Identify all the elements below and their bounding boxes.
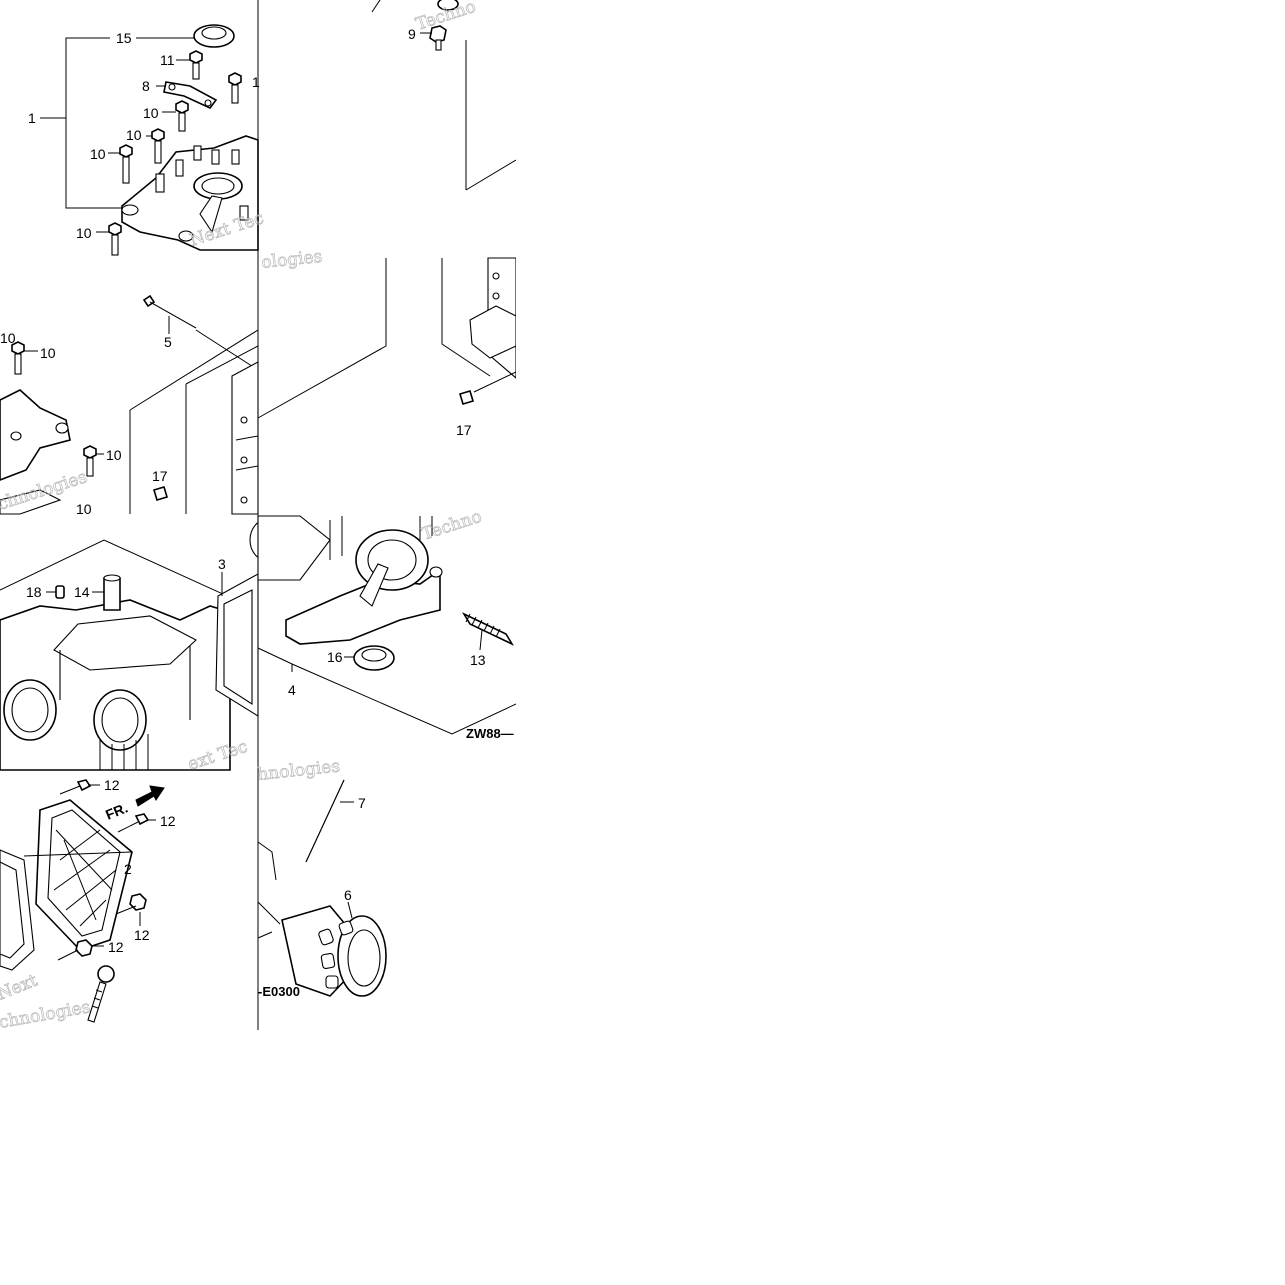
- callout-5: 5: [164, 334, 172, 350]
- callout-4: 4: [288, 682, 296, 698]
- bolt-12a: [59, 779, 100, 795]
- callout-7: 7: [358, 795, 366, 811]
- callout-17: 17: [456, 422, 472, 438]
- callout-14: 14: [74, 584, 90, 600]
- bolt-10a: [162, 100, 189, 132]
- front-direction-indicator: FR.: [103, 785, 165, 823]
- sensor-area: 9 Techno: [371, 0, 516, 191]
- pin-18: [55, 585, 65, 599]
- oil-filter-assembly: 7 6 -E0300 hnologies: [256, 756, 387, 999]
- callout-18: 18: [26, 584, 42, 600]
- bolt-10c: [108, 144, 133, 184]
- stud-13: [461, 612, 515, 646]
- oil-filter-6: [281, 901, 387, 997]
- plug: [87, 965, 115, 1023]
- head-cover-assembly: FR. 12 12 2 12 12 Next chnologies: [0, 777, 176, 1030]
- callout-10-partial: 10: [0, 330, 16, 346]
- callout-10: 10: [126, 127, 142, 143]
- exploded-view-drawing: 15 11 1 8 1 10 10 10 10 Next Tec 9 Techn…: [0, 0, 516, 1030]
- sleeve-14: [103, 577, 121, 611]
- mid-right-panel: 17: [257, 257, 516, 438]
- watermark: Next: [0, 971, 40, 1005]
- bolt-12b: [117, 813, 156, 833]
- bolt-5: [142, 294, 197, 334]
- callout-13: 13: [470, 652, 486, 668]
- callout-3: 3: [218, 556, 226, 572]
- bolt-12c: [115, 893, 147, 926]
- leader-bracket-1: [65, 37, 122, 209]
- bolt-10d: [96, 222, 122, 256]
- watermark: hnologies: [256, 756, 341, 785]
- bolt-top-right: [228, 72, 242, 104]
- bolt-11: [176, 50, 203, 80]
- callout-6: 6: [344, 887, 352, 903]
- bracket-8: [163, 81, 218, 109]
- reference-code-zw88: ZW88—: [466, 726, 514, 741]
- callout-10: 10: [143, 105, 159, 121]
- callout-8: 8: [142, 78, 150, 94]
- callout-9: 9: [408, 26, 416, 42]
- reference-code-e0300: -E0300: [258, 984, 300, 999]
- watermark: ologies: [260, 247, 323, 273]
- watermark: Techno: [419, 507, 484, 545]
- bolt-12d: [57, 939, 104, 961]
- callout-12: 12: [134, 927, 150, 943]
- callout-15: 15: [116, 30, 132, 46]
- oil-seal-inner: [201, 26, 227, 40]
- callout-16: 16: [327, 649, 343, 665]
- parts-diagram: 15 11 1 8 1 10 10 10 10 Next Tec 9 Techn…: [0, 0, 516, 1030]
- mid-left-panel: 10 10 5 10 17 10 chnologies ologies: [0, 246, 324, 517]
- callout-10: 10: [106, 447, 122, 463]
- cylinder-block: 18 14 3 ext Tec: [0, 539, 259, 775]
- housing-body: [121, 135, 259, 251]
- callout-11: 11: [160, 52, 175, 68]
- callout-10: 10: [40, 345, 56, 361]
- upper-crankcase-assembly: 15 11 1 8 1 10 10 10 10 Next Tec: [28, 24, 267, 256]
- callout-1-partial: 1: [252, 74, 260, 90]
- bolt-10f: [83, 445, 104, 477]
- direction-label: FR.: [103, 799, 130, 822]
- callout-12: 12: [108, 939, 124, 955]
- callout-12: 12: [160, 813, 176, 829]
- callout-10: 10: [90, 146, 106, 162]
- callout-12: 12: [104, 777, 120, 793]
- rocker-bracket: [0, 389, 71, 481]
- callout-2: 2: [124, 861, 132, 877]
- dipstick-7: [305, 779, 354, 863]
- callout-10: 10: [76, 225, 92, 241]
- arrow-right-icon: [135, 785, 165, 807]
- grommet: [437, 0, 459, 11]
- callout-17: 17: [152, 468, 168, 484]
- callout-1: 1: [28, 110, 36, 126]
- watermark: chnologies: [0, 997, 92, 1030]
- callout-10-partial: 10: [76, 501, 92, 517]
- bolt-10b: [146, 128, 165, 164]
- dowel-17: [153, 486, 168, 501]
- sensor-9: [420, 25, 447, 51]
- oil-pump-assembly: 16 13 4 ZW88— Techno: [249, 506, 516, 741]
- bolt-10e: [11, 341, 38, 375]
- dowel-17: [459, 390, 474, 405]
